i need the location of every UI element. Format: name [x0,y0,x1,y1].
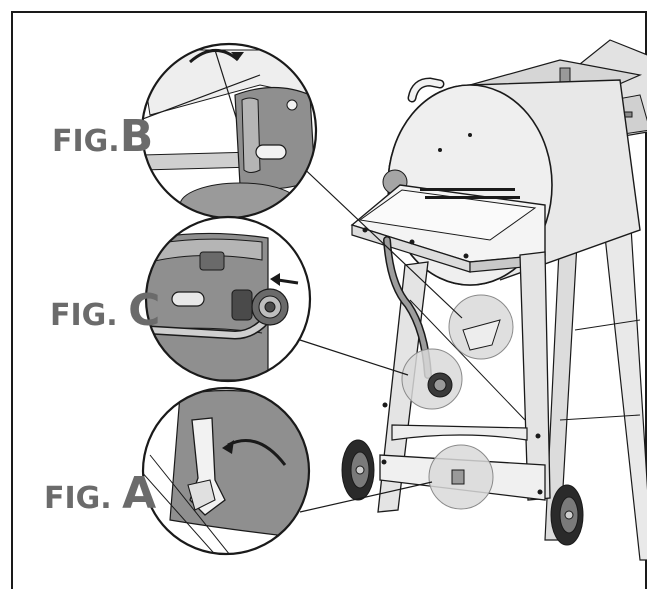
leader-line-c [299,339,409,376]
leader-line-b [294,159,463,319]
fig-b-letter: B [119,111,154,162]
fig-c-label: FIG. C [50,289,160,333]
fig-a-label: FIG. A [44,472,156,516]
leader-line-a [299,481,433,513]
detail-circle-a [141,386,311,556]
detail-circle-b [140,42,318,220]
cross-brace [391,424,528,441]
right-wheel [550,484,584,546]
left-wheel [341,439,375,501]
center-leg [519,251,551,501]
fig-c-prefix: FIG. [50,298,129,333]
fig-a-prefix: FIG. [44,481,123,516]
fig-c-letter: C [128,285,161,336]
fig-b-label: FIG.B [52,115,153,159]
arrow-c [277,278,299,285]
fig-a-letter: A [122,468,157,519]
detail-circle-c [144,215,312,383]
page-border [11,11,647,589]
fig-b-prefix: FIG. [52,124,120,159]
grill-illustration [341,39,647,561]
